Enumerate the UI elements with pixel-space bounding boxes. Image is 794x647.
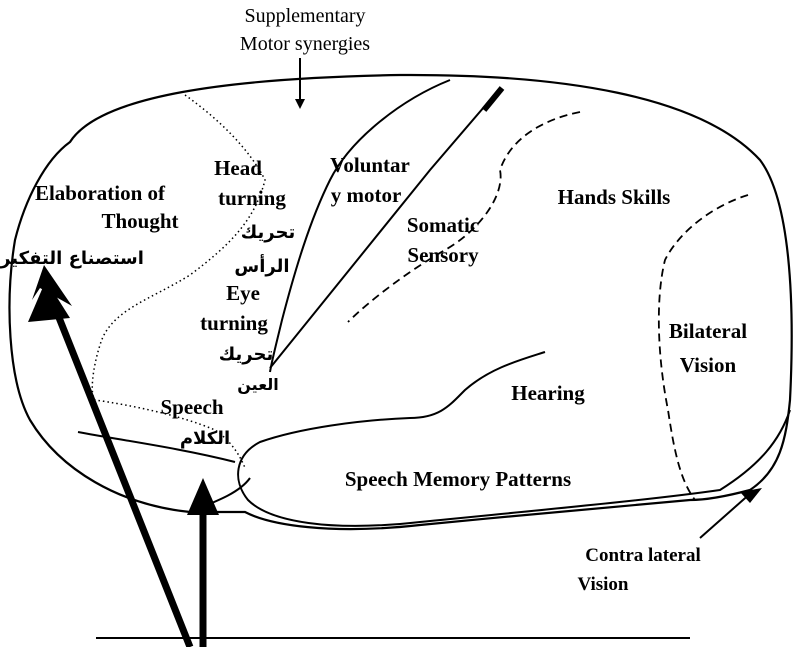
head-turning-label-line2: turning — [218, 186, 286, 210]
somatic-sensory-label-line2: Sensory — [407, 243, 479, 267]
voluntary-motor-label-line2: y motor — [331, 183, 402, 207]
elaboration-label-arabic: استصناع التفكير — [0, 248, 144, 269]
elaboration-label-line1: Elaboration of — [35, 181, 166, 205]
orbital-arrowhead — [187, 478, 219, 515]
brain-outline — [10, 75, 792, 529]
supplementary-label-line2: Motor synergies — [240, 33, 370, 55]
speech-memory-label: Speech Memory Patterns — [345, 467, 571, 491]
supplementary-label-line1: Supplementary — [244, 5, 365, 27]
head-turning-label-line1: Head — [214, 156, 262, 180]
head-turning-label-arabic2: الرأس — [234, 254, 289, 277]
voluntary-motor-label-line1: Voluntar — [330, 153, 410, 177]
bilateral-vision-label-line1: Bilateral — [669, 319, 747, 343]
speech-label-arabic: الكلام — [180, 428, 230, 449]
occipital-dashed-line — [659, 195, 748, 500]
elaboration-label-line2: Thought — [101, 209, 178, 233]
hands-skills-label: Hands Skills — [558, 185, 671, 209]
postcentral-thick-segment — [484, 88, 502, 110]
eye-turning-label-arabic2: العين — [237, 375, 278, 394]
contra-lateral-label-line2: Vision — [577, 574, 628, 595]
speech-label: Speech — [161, 395, 224, 419]
head-turning-label-arabic1: تحريك — [241, 222, 295, 243]
eye-turning-label-line1: Eye — [226, 281, 260, 305]
contra-lateral-label-line1: Contra lateral — [585, 545, 701, 566]
bilateral-vision-label-line2: Vision — [680, 353, 737, 377]
elaboration-arrow — [52, 300, 190, 647]
eye-turning-label-line2: turning — [200, 311, 268, 335]
hearing-label: Hearing — [511, 381, 585, 405]
eye-turning-label-arabic1: تحريك — [219, 344, 273, 365]
somatic-sensory-label-line1: Somatic — [407, 213, 479, 237]
